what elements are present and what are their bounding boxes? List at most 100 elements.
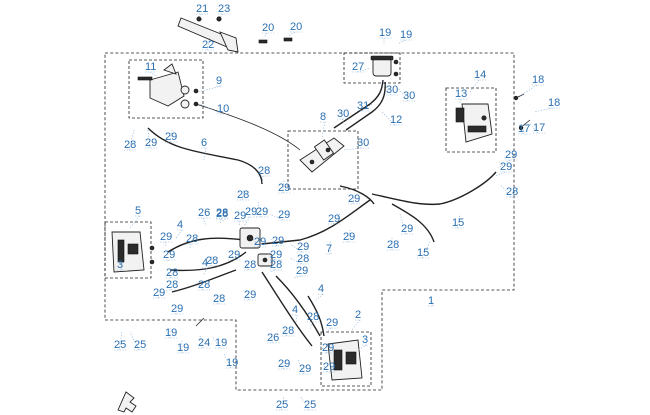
leader-line-c13 xyxy=(199,103,223,115)
leader-line-c16 xyxy=(533,107,554,113)
leader-line-c43 xyxy=(189,243,192,249)
leader-line-c40 xyxy=(164,241,167,247)
callout-c5: 20 xyxy=(290,21,302,33)
callout-c68: 29 xyxy=(171,303,183,315)
callout-c15: 18 xyxy=(532,74,544,86)
brake-line-4a xyxy=(167,237,245,253)
callout-c23: 8 xyxy=(320,111,326,123)
leader-line-c71 xyxy=(245,289,250,301)
leader-line-c81 xyxy=(118,331,123,351)
leader-line-c38 xyxy=(238,220,241,227)
leader-line-c18 xyxy=(522,125,525,135)
callout-c37: 28 xyxy=(216,208,228,220)
assembly-boundary xyxy=(104,52,515,391)
brake-line-4d xyxy=(261,271,313,347)
callout-c10: 30 xyxy=(403,90,415,102)
callout-c90: 29 xyxy=(278,358,290,370)
callout-c16: 18 xyxy=(548,97,560,109)
fluid-reservoir xyxy=(370,55,399,77)
front-caliper-right xyxy=(327,339,363,381)
callout-c33: 29 xyxy=(278,209,290,221)
front-caliper-left xyxy=(111,231,155,273)
callout-c43: 28 xyxy=(186,233,198,245)
leader-line-c64 xyxy=(203,267,208,275)
master-cylinder-box xyxy=(128,59,204,119)
callout-c32: 29 xyxy=(256,206,268,218)
callout-c14: 14 xyxy=(474,69,486,81)
callout-c84: 26 xyxy=(267,332,279,344)
callout-c13: 10 xyxy=(217,103,229,115)
leader-line-c53 xyxy=(329,239,332,255)
callout-c92: 29 xyxy=(322,342,334,354)
leader-line-c5 xyxy=(287,31,296,37)
callout-c30: 29 xyxy=(278,182,290,194)
leader-line-c31 xyxy=(241,189,245,201)
brake-line-15c xyxy=(339,185,375,205)
callout-c39: 29 xyxy=(245,206,257,218)
leader-line-c23 xyxy=(321,121,326,139)
leader-line-c42 xyxy=(251,237,260,248)
callout-c67: 28 xyxy=(166,279,178,291)
callout-c70: 28 xyxy=(244,259,256,271)
callout-c4: 20 xyxy=(262,22,274,34)
callout-c35: 5 xyxy=(135,205,141,217)
junction-block xyxy=(239,227,273,267)
leader-line-c78 xyxy=(199,335,204,349)
callout-c56: 29 xyxy=(343,231,355,243)
leader-line-c73 xyxy=(293,275,302,279)
callout-c38: 29 xyxy=(234,210,246,222)
leader-line-c56 xyxy=(347,229,351,243)
leader-line-c11 xyxy=(149,71,157,77)
callout-c55: 29 xyxy=(328,213,340,225)
bolt-24 xyxy=(195,317,205,327)
leader-line-c26 xyxy=(147,129,151,149)
front-caliper-box-left xyxy=(104,221,152,279)
callout-c29: 28 xyxy=(258,165,270,177)
callout-c31: 28 xyxy=(237,189,249,201)
callout-c26: 29 xyxy=(145,137,157,149)
leader-line-c82 xyxy=(129,331,140,351)
leader-line-c24 xyxy=(343,147,363,151)
brake-line-4e xyxy=(275,275,321,337)
reservoir-box xyxy=(343,52,401,84)
callout-c59: 15 xyxy=(452,217,464,229)
callout-c64: 4 xyxy=(202,257,208,269)
callout-c87: 29 xyxy=(326,317,338,329)
callout-c19: 17 xyxy=(533,122,545,134)
callout-c52: 28 xyxy=(297,253,309,265)
leader-line-c83 xyxy=(295,314,298,323)
bolts-20 xyxy=(258,37,293,44)
callout-c27: 6 xyxy=(201,137,207,149)
leader-line-c66 xyxy=(195,281,204,291)
leader-line-c21 xyxy=(381,111,396,126)
callout-c51: 29 xyxy=(270,249,282,261)
callout-c40: 29 xyxy=(160,231,172,243)
brake-line-6 xyxy=(147,127,263,185)
leader-line-c77 xyxy=(211,335,221,349)
leader-line-c49 xyxy=(289,243,303,253)
callout-c49: 29 xyxy=(297,241,309,253)
callout-c48: 29 xyxy=(228,249,240,261)
callout-c65: 29 xyxy=(153,287,165,299)
leader-line-c52 xyxy=(289,257,303,265)
leader-line-c14 xyxy=(469,79,480,93)
leader-line-c59 xyxy=(456,213,461,229)
brake-line-4c xyxy=(171,269,237,293)
leader-line-c45 xyxy=(167,271,172,279)
leader-line-c33 xyxy=(269,213,284,221)
leader-line-c69 xyxy=(215,293,219,305)
callout-c88: 2 xyxy=(355,309,361,321)
callout-c94: 25 xyxy=(276,399,288,411)
callout-c46: 29 xyxy=(163,249,175,261)
distributor-valve xyxy=(299,137,345,173)
leader-line-c58 xyxy=(399,213,407,235)
callout-c81: 25 xyxy=(114,339,126,351)
leader-line-c9 xyxy=(381,79,392,96)
leader-line-c39 xyxy=(243,216,251,227)
leader-line-c93 xyxy=(321,361,329,373)
callout-c8: 27 xyxy=(352,61,364,73)
rear-caliper-right xyxy=(455,103,493,143)
reservoir-hose xyxy=(333,79,384,129)
leader-line-c89 xyxy=(357,344,368,351)
